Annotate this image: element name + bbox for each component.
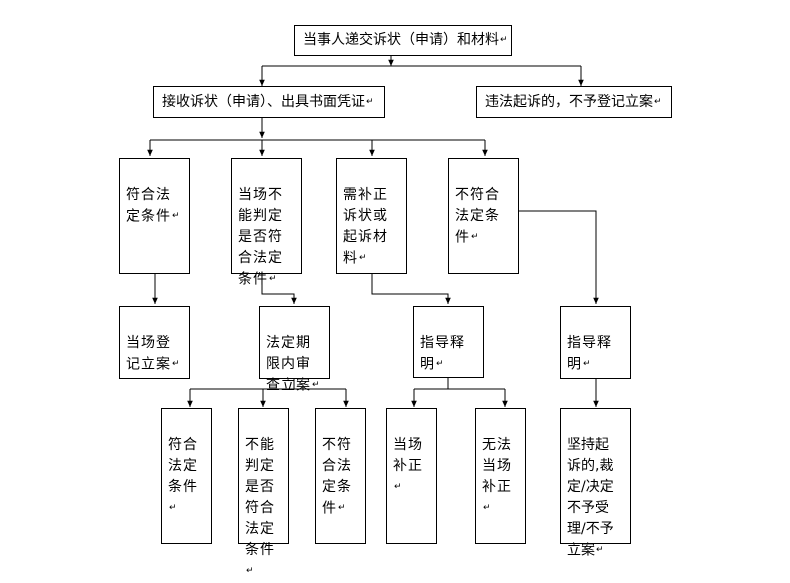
paragraph-mark: ↵ — [394, 482, 403, 492]
paragraph-mark: ↵ — [338, 503, 347, 513]
connector-lines — [147, 56, 599, 407]
arrow-notmeet-to-guide2 — [519, 210, 599, 304]
node-needs-supplement: 需补正 诉状或 起诉材 料↵ — [336, 158, 407, 274]
node-guide-explain-2: 指导释 明↵ — [560, 306, 631, 379]
paragraph-mark: ↵ — [172, 359, 181, 369]
node-submit-complaint: 当事人递交诉状（申请）和材料↵ — [294, 25, 512, 56]
paragraph-mark: ↵ — [172, 211, 181, 221]
paragraph-mark: ↵ — [483, 503, 492, 513]
paragraph-mark: ↵ — [246, 566, 255, 576]
node-not-meet-conditions: 不符合 法定条 件↵ — [448, 158, 519, 274]
paragraph-mark: ↵ — [654, 96, 662, 107]
node-receive-complaint: 接收诉状（申请）、出具书面凭证↵ — [153, 86, 385, 118]
node-register-on-spot: 当场登 记立案↵ — [119, 306, 190, 379]
paragraph-mark: ↵ — [583, 359, 592, 369]
paragraph-mark: ↵ — [359, 253, 368, 263]
paragraph-mark: ↵ — [436, 359, 445, 369]
node-insist-reject-ruling: 坚持起 诉的,裁 定/决定 不予受 理/不予 立案↵ — [560, 408, 631, 559]
node-review-cannot-determine: 不能 判定 是否 符合 法定 条件↵ — [238, 408, 289, 576]
paragraph-mark: ↵ — [471, 232, 480, 242]
arrow-supplement-to-guide1 — [371, 274, 451, 304]
paragraph-mark: ↵ — [312, 380, 321, 390]
paragraph-mark: ↵ — [269, 274, 278, 284]
node-illegal-reject: 违法起诉的，不予登记立案↵ — [476, 86, 672, 118]
paragraph-mark: ↵ — [169, 503, 178, 513]
arrow-unsure-to-review — [261, 274, 297, 304]
paragraph-mark: ↵ — [596, 545, 604, 555]
paragraph-mark: ↵ — [366, 96, 374, 107]
node-fix-on-spot: 当场 补正↵ — [386, 408, 437, 544]
node-review-meets: 符合 法定 条件↵ — [161, 408, 212, 544]
paragraph-mark: ↵ — [500, 35, 508, 45]
node-meets-conditions: 符合法 定条件↵ — [119, 158, 190, 274]
node-review-within-period: 法定期 限内审 查立案↵ — [259, 306, 330, 394]
node-cannot-fix-on-spot: 无法 当场 补正↵ — [475, 408, 526, 544]
node-review-not-meet: 不符 合法 定条 件↵ — [315, 408, 366, 544]
node-cannot-determine: 当场不 能判定 是否符 合法定 条件↵ — [231, 158, 302, 288]
node-guide-explain-1: 指导释 明↵ — [413, 306, 484, 378]
